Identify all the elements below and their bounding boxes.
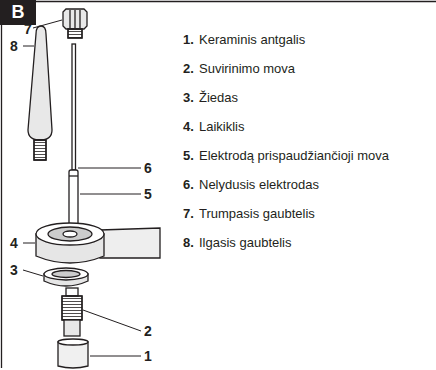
part-name: Suvirinimo mova [199,61,295,77]
legend-number: 7. [183,206,194,222]
callout-number: 1 [144,348,152,364]
part-name: Žiedas [199,90,238,106]
callout-number: 6 [144,160,152,176]
legend-number: 3. [183,90,194,106]
legend-number: 6. [183,177,194,193]
part-name: Laikiklis [199,119,245,135]
legend-number: 2. [183,61,194,77]
legend-number: 5. [183,148,194,164]
legend-number: 8. [183,235,194,251]
callout-number: 4 [10,235,18,251]
part-name: Elektrodą prispaudžiančioji mova [199,148,389,164]
badge-letter: B [12,2,25,23]
part-name: Nelydusis elektrodas [199,177,319,193]
callout-number: 7 [24,21,32,37]
part-name: Trumpasis gaubtelis [199,206,315,222]
legend-number: 4. [183,119,194,135]
callout-number: 3 [10,262,18,278]
callout-number: 8 [10,38,18,54]
legend-number: 1. [183,32,194,48]
callout-number: 2 [144,323,152,339]
part-name: Keraminis antgalis [199,32,305,48]
part-name: Ilgasis gaubtelis [199,235,292,251]
callout-number: 5 [144,186,152,202]
